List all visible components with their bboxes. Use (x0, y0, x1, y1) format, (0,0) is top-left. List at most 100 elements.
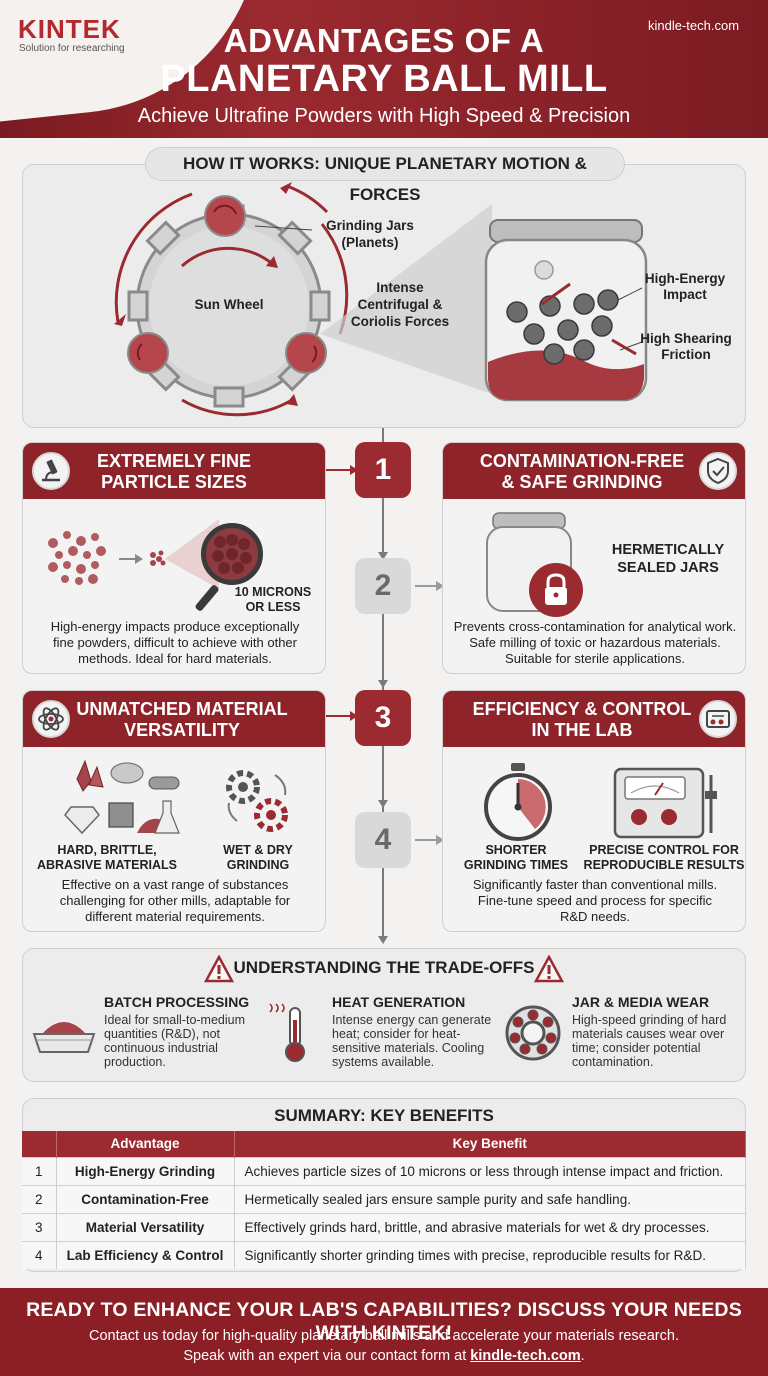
tradeoff-1-line4: production. (104, 1055, 166, 1069)
summary-header-row: Advantage Key Benefit (22, 1131, 746, 1157)
header-banner (0, 0, 768, 138)
card4-body-line3: R&D needs. (559, 909, 631, 924)
summary-title: SUMMARY: KEY BENEFITS (274, 1106, 494, 1125)
step-1-badge: 1 (355, 442, 411, 498)
card3-body-line2: challenging for other mills, adaptable f… (59, 893, 291, 908)
table-row: 3 Material Versatility Effectively grind… (22, 1212, 746, 1241)
page-title-line2: PLANETARY BALL MILL (160, 58, 608, 100)
card1-body-line1: High-energy impacts produce exceptionall… (50, 619, 300, 634)
tradeoff-3-line1: High-speed grinding of hard (572, 1013, 727, 1027)
card-material-versatility: UNMATCHED MATERIAL VERSATILITY HARD, BRI… (22, 690, 326, 932)
kintek-logo[interactable]: KINTEK (18, 14, 121, 44)
card1-title-line2: PARTICLE SIZES (101, 472, 247, 492)
gear-icon (226, 770, 288, 832)
col-benefit-header: Key Benefit (234, 1131, 746, 1157)
row-benefit: Hermetically sealed jars ensure sample p… (234, 1184, 746, 1213)
card-header (23, 691, 325, 747)
magnifier-icon (201, 523, 263, 585)
jars-label-line2: (Planets) (341, 235, 399, 250)
stopwatch-icon (484, 763, 552, 841)
row-number: 3 (22, 1212, 57, 1241)
footer-cta-headline: READY TO ENHANCE YOUR LAB'S CAPABILITIES… (26, 1299, 742, 1344)
jar-cross-section-icon (484, 219, 648, 402)
card2-title-line2: & SAFE GRINDING (501, 472, 663, 492)
grinding-jar-planet-top (204, 195, 246, 237)
card4-title-line2: IN THE LAB (531, 720, 633, 740)
card4-body-line2: Fine-tune speed and process for specific (477, 893, 713, 908)
table-row: 4 Lab Efficiency & Control Significantly… (22, 1240, 746, 1269)
shield-check-icon (699, 452, 737, 490)
logo-tagline: Solution for researching (19, 43, 125, 54)
card2-body-line1: Prevents cross-contamination for analyti… (453, 619, 737, 634)
bearing-icon (505, 1005, 561, 1061)
table-row: 2 Contamination-Free Hermetically sealed… (22, 1184, 746, 1213)
row-advantage: Contamination-Free (56, 1184, 235, 1213)
page-subtitle: Achieve Ultrafine Powders with High Spee… (137, 105, 631, 127)
card1-body-line3: methods. Ideal for hard materials. (78, 651, 272, 666)
tradeoff-3-line4: contamination. (572, 1055, 654, 1069)
shorter-times-line1: SHORTER (485, 843, 547, 857)
footer-line3: Speak with an expert via our contact for… (0, 1348, 768, 1364)
card4-body-line1: Significantly faster than conventional m… (472, 877, 718, 892)
card-contamination-free: CONTAMINATION-FREE & SAFE GRINDING HERME… (442, 442, 746, 674)
step-4-badge: 4 (355, 812, 411, 868)
tradeoff-2-line4: systems available. (332, 1055, 435, 1069)
tradeoff-2-line2: heat; consider for heat- (332, 1027, 461, 1041)
planetary-diagram (114, 182, 648, 417)
row-benefit: Effectively grinds hard, brittle, and ab… (234, 1212, 746, 1241)
tradeoff-2-head: HEAT GENERATION (332, 994, 466, 1010)
impact-label-line2: Impact (663, 287, 707, 302)
tradeoff-1-line2: quantities (R&D), not (104, 1027, 221, 1041)
col-number-header (22, 1131, 57, 1157)
sealed-label-line1: HERMETICALLY (611, 542, 725, 558)
card2-body-line2: Safe milling of toxic or hazardous mater… (469, 635, 721, 650)
tradeoffs-panel (22, 948, 746, 1082)
tradeoff-1-line1: Ideal for small-to-medium (104, 1013, 246, 1027)
how-it-works-title: HOW IT WORKS: UNIQUE PLANETARY MOTION & … (145, 147, 625, 204)
micron-label-line2: OR LESS (245, 600, 301, 614)
footer-site-link[interactable]: kindle-tech.com (470, 1348, 581, 1364)
jars-label-line1: Grinding Jars (326, 218, 414, 233)
row-advantage: Lab Efficiency & Control (56, 1240, 235, 1269)
shear-label-line1: High Shearing (640, 331, 732, 346)
control-panel-icon (699, 700, 737, 738)
tradeoff-1-head: BATCH PROCESSING (104, 994, 250, 1010)
site-link-top[interactable]: kindle-tech.com (648, 18, 740, 33)
hard-materials-line1: HARD, BRITTLE, (57, 843, 157, 857)
card3-body-line1: Effective on a vast range of substances (61, 877, 289, 892)
shorter-times-line2: GRINDING TIMES (463, 858, 569, 872)
card2-body-line3: Suitable for sterile applications. (505, 651, 685, 666)
card3-body-line3: different material requirements. (85, 909, 265, 924)
wet-dry-line1: WET & DRY (223, 843, 293, 857)
micron-label-line1: 10 MICRONS (234, 585, 312, 599)
powder-tray-icon (32, 1022, 96, 1053)
footer-line3-text: Speak with an expert via our contact for… (183, 1348, 471, 1364)
grinding-jar-planet-left (127, 332, 169, 374)
row-advantage: High-Energy Grinding (56, 1156, 235, 1185)
sealed-label-line2: SEALED JARS (617, 560, 719, 576)
tradeoffs-title: UNDERSTANDING THE TRADE-OFFS (233, 958, 535, 977)
card-header (443, 691, 745, 747)
warning-icon (534, 955, 564, 983)
tradeoff-3-head: JAR & MEDIA WEAR (572, 994, 710, 1010)
tradeoff-2-line1: Intense energy can generate (332, 1013, 492, 1027)
card3-title-line1: UNMATCHED MATERIAL (76, 699, 288, 719)
tradeoff-3-line3: time; consider potential (572, 1041, 701, 1055)
shear-label-line2: Friction (661, 347, 711, 362)
grinding-jar-planet-right (285, 332, 327, 374)
step-2-badge: 2 (355, 558, 411, 614)
forces-label-line3: Coriolis Forces (350, 314, 450, 329)
thermometer-icon (269, 1003, 305, 1062)
tradeoff-2-line3: sensitive materials. Cooling (332, 1041, 485, 1055)
row-benefit: Significantly shorter grinding times wit… (234, 1240, 746, 1269)
table-row: 1 High-Energy Grinding Achieves particle… (22, 1156, 746, 1185)
row-advantage: Material Versatility (56, 1212, 235, 1241)
impact-label-line1: High-Energy (644, 271, 726, 286)
warning-icon (204, 955, 234, 983)
col-advantage-header: Advantage (56, 1131, 235, 1157)
card-header (443, 443, 745, 499)
materials-icon (64, 759, 180, 835)
footer-cta-banner (0, 1288, 768, 1376)
microscope-icon (32, 452, 70, 490)
row-benefit: Achieves particle sizes of 10 microns or… (234, 1156, 746, 1185)
